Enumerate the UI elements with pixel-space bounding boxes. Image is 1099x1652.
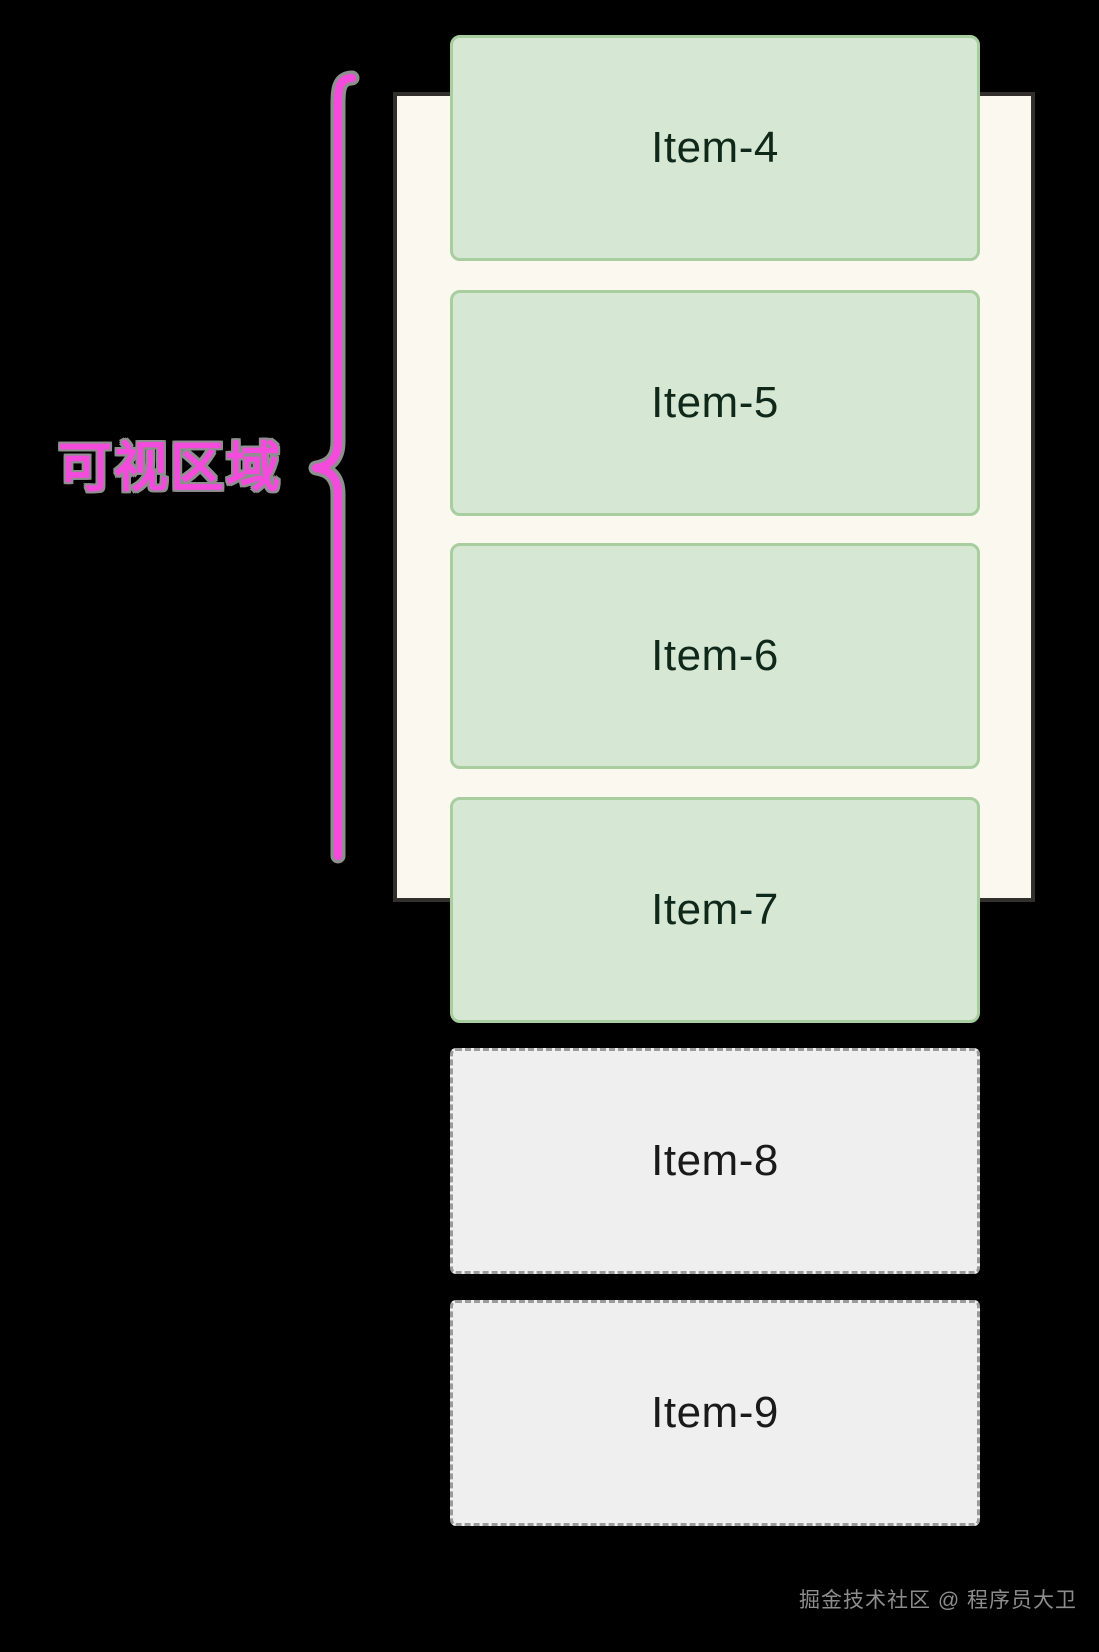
watermark: 掘金技术社区 @ 程序员大卫 — [799, 1589, 1077, 1612]
list-item-label: Item-9 — [651, 1388, 779, 1437]
viewport-label: 可视区域 — [58, 438, 282, 498]
list-item-placeholder[interactable]: Item-8 — [450, 1048, 980, 1274]
list-item-label: Item-4 — [651, 123, 779, 172]
list-item[interactable]: Item-5 — [450, 290, 980, 516]
list-item[interactable]: Item-6 — [450, 543, 980, 769]
viewport-range-brace — [300, 70, 370, 870]
list-item-label: Item-8 — [651, 1136, 779, 1185]
list-item[interactable]: Item-7 — [450, 797, 980, 1023]
list-item[interactable]: Item-4 — [450, 35, 980, 261]
list-item-placeholder[interactable]: Item-9 — [450, 1300, 980, 1526]
list-item-label: Item-5 — [651, 378, 779, 427]
list-item-label: Item-6 — [651, 631, 779, 680]
list-item-label: Item-7 — [651, 885, 779, 934]
